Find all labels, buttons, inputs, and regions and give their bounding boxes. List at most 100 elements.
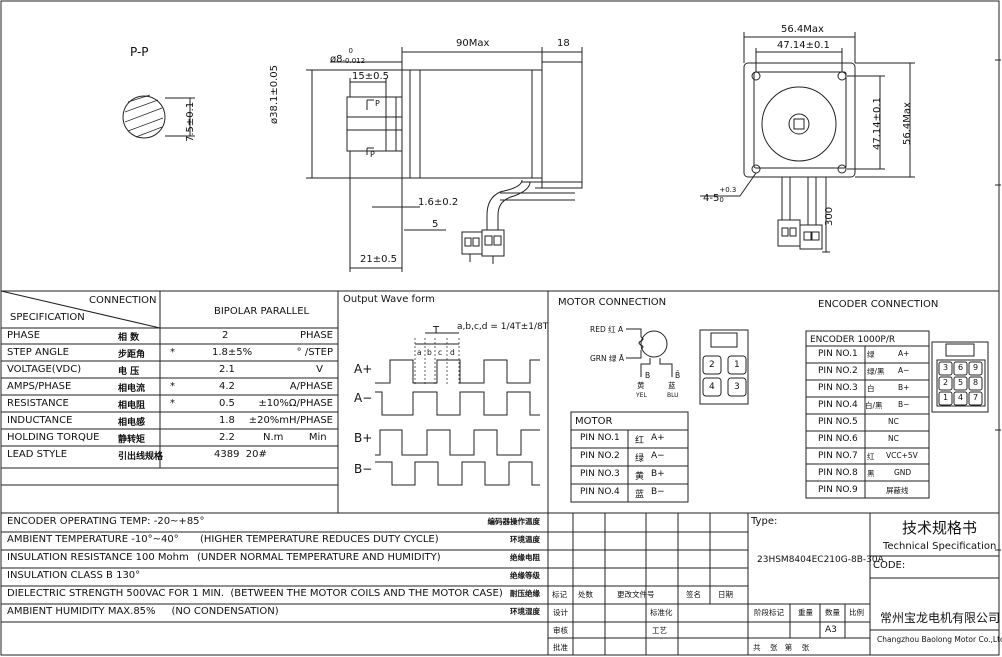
encoder-connection-title: ENCODER CONNECTION — [818, 299, 939, 310]
encoder-connector-pins: 3 6 9 2 5 8 1 4 7 — [939, 362, 985, 406]
env-row: ENCODER OPERATING TEMP: -20~+85°编码器操作温度 — [7, 516, 540, 527]
type-value: 23HSM8404EC210G-8B-30A — [757, 555, 884, 565]
dim-flat: 7.5±0.1 — [185, 101, 196, 142]
qty-label: 数量 — [825, 608, 840, 617]
dim-pilot: ø38.1±0.05 — [269, 64, 280, 124]
wave-a-minus — [375, 391, 540, 416]
env-row: DIELECTRIC STRENGTH 500VAC FOR 1 MIN. (B… — [7, 588, 540, 599]
motor-connector — [699, 329, 749, 405]
wire-yellow-cn: 黄 — [637, 381, 645, 390]
pp-section — [122, 95, 166, 139]
encoder-conn-pin: 2 — [943, 378, 949, 387]
wire-b-label: B — [645, 371, 651, 380]
p-mark-bottom: P — [370, 150, 375, 159]
dim-flange: 1.6±0.2 — [418, 197, 459, 208]
dim-square-vertical: 56.4Max — [902, 102, 913, 145]
rev-label: 签名 — [686, 590, 701, 599]
motor-conn-pin: 2 — [709, 360, 715, 370]
wave-c-label: c — [438, 348, 443, 357]
encoder-conn-pin: 1 — [943, 393, 949, 402]
rev-label: 标记 — [552, 590, 567, 599]
std-label: 标准化 — [650, 608, 673, 617]
wave-formula: a,b,c,d = 1/4T±1/8T — [457, 322, 549, 332]
channel-b-minus: B− — [354, 462, 373, 476]
wave-a-label: a — [417, 348, 422, 357]
channel-b-plus: B+ — [354, 431, 373, 445]
wire-yellow: YEL — [636, 392, 647, 399]
doc-title-cn: 技术规格书 — [902, 519, 978, 537]
dim-hole-size: 4-5+0.3 0 — [703, 186, 737, 205]
env-row: AMBIENT TEMPERATURE -10°~40°(HIGHER TEMP… — [7, 534, 540, 545]
dim-hole-size-sub: 0 — [719, 196, 724, 204]
rev-label: 日期 — [718, 590, 733, 599]
motor-table-label: MOTOR — [575, 416, 613, 427]
dim-square: 56.4Max — [781, 24, 824, 35]
wave-b-label: b — [427, 348, 432, 357]
wave-b-plus — [375, 429, 540, 456]
type-label: Type: — [751, 516, 778, 527]
dim-holes-vertical: 47.14±0.1 — [872, 97, 883, 150]
dim-hole-size-base: 4-5 — [703, 193, 720, 204]
wave-a-plus — [375, 359, 540, 384]
encoder-header: ENCODER 1000P/R — [810, 335, 896, 345]
sheets-label: 共 张 第 张 — [753, 643, 810, 652]
sign-row-design: 设计 — [553, 608, 568, 617]
encoder-conn-pin: 8 — [973, 378, 979, 387]
dim-holes: 47.14±0.1 — [777, 40, 830, 51]
section-label: P-P — [130, 45, 149, 59]
wave-b-minus — [375, 461, 540, 486]
p-mark-top: P — [375, 99, 380, 108]
dim-five: 5 — [432, 219, 439, 230]
bipolar-header: BIPOLAR PARALLEL — [214, 306, 310, 317]
doc-title-en: Technical Specification — [883, 541, 997, 552]
dim-shaft-dia-base: ø8 — [330, 54, 343, 65]
dim-hole-size-sup: +0.3 — [719, 186, 737, 194]
encoder-conn-pin: 4 — [958, 393, 964, 402]
wire-blue: BLU — [667, 392, 679, 399]
wire-bbar-label: B̄ — [675, 371, 681, 380]
dim-lead-length: 300 — [824, 206, 835, 226]
encoder-conn-pin: 5 — [958, 378, 964, 387]
rev-label: 处数 — [578, 590, 593, 599]
encoder-conn-pin: 3 — [943, 363, 949, 372]
rev-label: 更改文件号 — [617, 590, 655, 599]
wave-d-label: d — [450, 348, 455, 357]
dim-shaft-dia-sub: -0.012 — [342, 57, 366, 65]
scale-label: 比例 — [849, 608, 864, 617]
paper-size: A3 — [825, 625, 837, 635]
wire-blue-cn: 蓝 — [668, 381, 676, 390]
sign-row-review: 审核 — [553, 626, 568, 635]
front-flange — [743, 62, 856, 178]
wire-green: GRN 绿 Ā — [590, 354, 625, 363]
craft-label: 工艺 — [652, 626, 667, 635]
motor-conn-pin: 1 — [734, 360, 740, 370]
company-cn: 常州宝龙电机有限公司 — [880, 611, 1001, 625]
motor-connection-title: MOTOR CONNECTION — [558, 297, 667, 308]
env-row: INSULATION CLASS B 130°绝缘等级 — [7, 570, 540, 581]
channel-a-plus: A+ — [354, 362, 373, 376]
sign-row-approve: 批准 — [553, 643, 568, 652]
wave-title: Output Wave form — [343, 294, 435, 305]
encoder-conn-pin: 9 — [973, 363, 979, 372]
company-en: Changzhou Baolong Motor Co.,Ltd — [877, 635, 1002, 644]
motor-conn-pin: 3 — [734, 382, 740, 392]
dim-shaft-dia-sup: 0 — [348, 47, 353, 55]
motor-conn-pin: 4 — [709, 382, 715, 392]
dim-body-length: 90Max — [456, 38, 490, 49]
